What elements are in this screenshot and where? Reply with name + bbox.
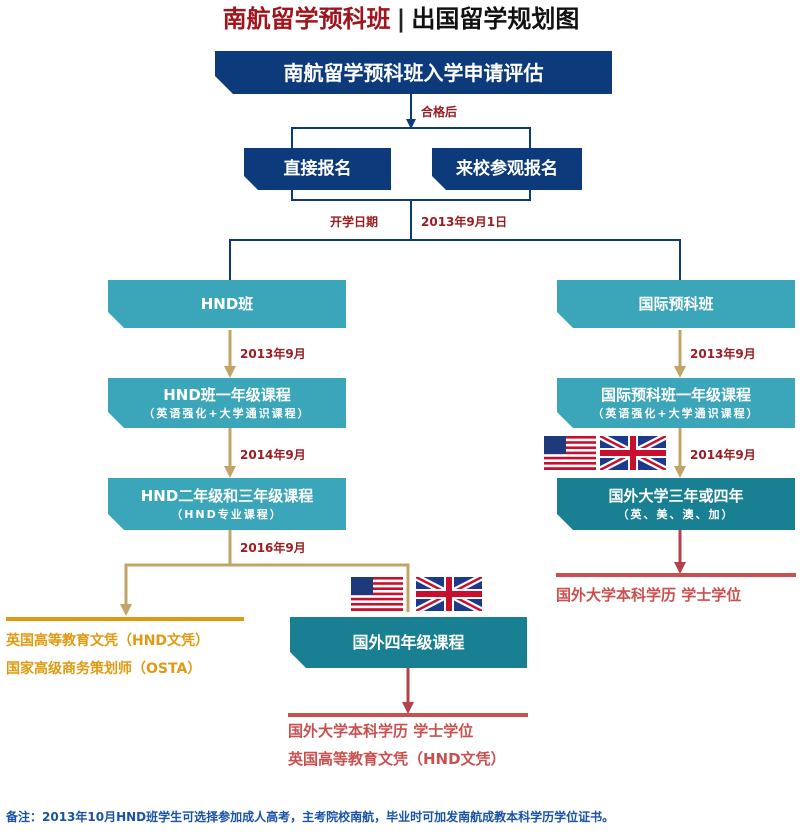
start-date-label: 2013年9月1日: [421, 215, 508, 229]
uk-flag-icon: [600, 436, 666, 470]
hnd-date-3: 2016年9月: [240, 541, 306, 555]
us-flag-icon: [544, 436, 596, 470]
intl-abroad-box: 国外大学三年或四年 （英、美、澳、加）: [557, 478, 795, 530]
hnd-local-result-1: 英国高等教育文凭（HND文凭）: [6, 633, 210, 649]
orange-result-bar: [6, 617, 244, 621]
intl-year1-sub: （英语强化+大学通识课程）: [592, 407, 760, 420]
page-title: 南航留学预科班|出国留学规划图: [0, 2, 802, 36]
hnd-class-box: HND班: [108, 280, 346, 328]
intl-class-box: 国际预科班: [557, 280, 795, 328]
hnd-date-1: 2013年9月: [240, 347, 306, 361]
title-separator: |: [396, 5, 406, 33]
footnote: 备注：2013年10月HND班学生可选择参加成人高考，主考院校南航，毕业时可加发…: [6, 810, 615, 824]
title-school: 南航留学预科班: [222, 5, 391, 33]
intl-date-2: 2014年9月: [690, 448, 756, 462]
intl-result: 国外大学本科学历 学士学位: [556, 586, 742, 604]
uk-flag-icon: [416, 577, 482, 611]
hnd-year1-sub: （英语强化+大学通识课程）: [143, 407, 311, 420]
intl-year1-box: 国际预科班一年级课程 （英语强化+大学通识课程）: [557, 378, 795, 428]
hnd-abroad-box: 国外四年级课程: [290, 617, 527, 668]
hnd-year23-box: HND二年级和三年级课程 （HND专业课程）: [108, 478, 346, 530]
intl-abroad-sub: （英、美、澳、加）: [617, 508, 735, 521]
direct-register-box: 直接报名: [244, 148, 391, 190]
intl-result-bar: [556, 573, 796, 577]
hnd-abroad-result-bar: [288, 713, 528, 717]
intl-class-label: 国际预科班: [638, 295, 714, 313]
visit-register-label: 来校参观报名: [456, 159, 558, 179]
intl-date-1: 2013年9月: [690, 347, 756, 361]
title-subtitle: 出国留学规划图: [411, 5, 580, 33]
hnd-abroad-result-2: 英国高等教育文凭（HND文凭）: [288, 750, 506, 768]
top-evaluation-box: 南航留学预科班入学申请评估: [215, 51, 612, 94]
us-flag-icon: [351, 577, 403, 611]
direct-register-label: 直接报名: [283, 159, 352, 179]
hnd-year1-title: HND班一年级课程: [163, 386, 291, 404]
start-label: 开学日期: [330, 215, 379, 229]
hnd-abroad-label: 国外四年级课程: [352, 632, 465, 652]
qualified-label: 合格后: [421, 105, 458, 119]
connector-merge: [291, 190, 531, 201]
connector-hnd-split: [124, 563, 410, 612]
intl-abroad-title: 国外大学三年或四年: [608, 487, 744, 505]
connector-branches: [229, 239, 681, 280]
hnd-date-2: 2014年9月: [240, 448, 306, 462]
hnd-year23-title: HND二年级和三年级课程: [140, 487, 314, 505]
visit-register-box: 来校参观报名: [432, 148, 582, 190]
hnd-year1-box: HND班一年级课程 （英语强化+大学通识课程）: [108, 378, 346, 428]
hnd-class-label: HND班: [200, 295, 254, 313]
hnd-local-result-2: 国家高级商务策划师（OSTA）: [6, 661, 202, 677]
hnd-year23-sub: （HND专业课程）: [171, 508, 283, 521]
connector-split-top: [291, 127, 531, 148]
top-evaluation-label: 南航留学预科班入学申请评估: [283, 60, 544, 85]
intl-year1-title: 国际预科班一年级课程: [600, 386, 751, 404]
hnd-abroad-result-1: 国外大学本科学历 学士学位: [288, 722, 474, 740]
